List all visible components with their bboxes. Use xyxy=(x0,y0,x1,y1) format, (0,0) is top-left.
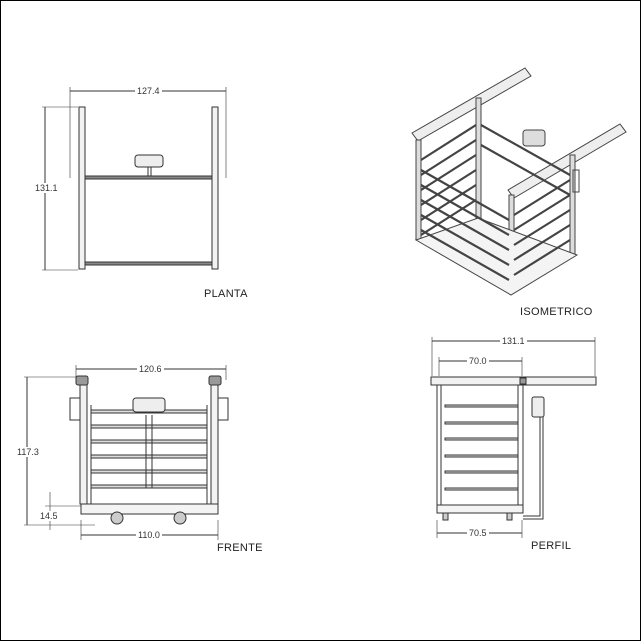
frente-view xyxy=(24,365,229,540)
planta-view xyxy=(42,87,227,271)
frente-top-width-dim: 120.6 xyxy=(137,364,164,374)
perfil-label: PERFIL xyxy=(531,540,572,552)
planta-width-dim: 127.4 xyxy=(135,86,162,96)
planta-label: PLANTA xyxy=(204,288,248,300)
perfil-base-dim: 70.5 xyxy=(467,528,489,538)
perfil-view xyxy=(430,337,597,538)
isometrico-label: ISOMETRICO xyxy=(520,306,593,318)
perfil-top-inner-dim: 70.0 xyxy=(467,356,489,366)
frente-base-height-dim: 14.5 xyxy=(38,511,60,521)
isometric-view xyxy=(411,67,627,296)
planta-depth-dim: 131.1 xyxy=(33,183,60,193)
perfil-overall-dim: 131.1 xyxy=(500,336,527,346)
frente-label: FRENTE xyxy=(217,542,263,554)
frente-height-dim: 117.3 xyxy=(15,447,41,457)
frente-base-width-dim: 110.0 xyxy=(136,530,162,540)
